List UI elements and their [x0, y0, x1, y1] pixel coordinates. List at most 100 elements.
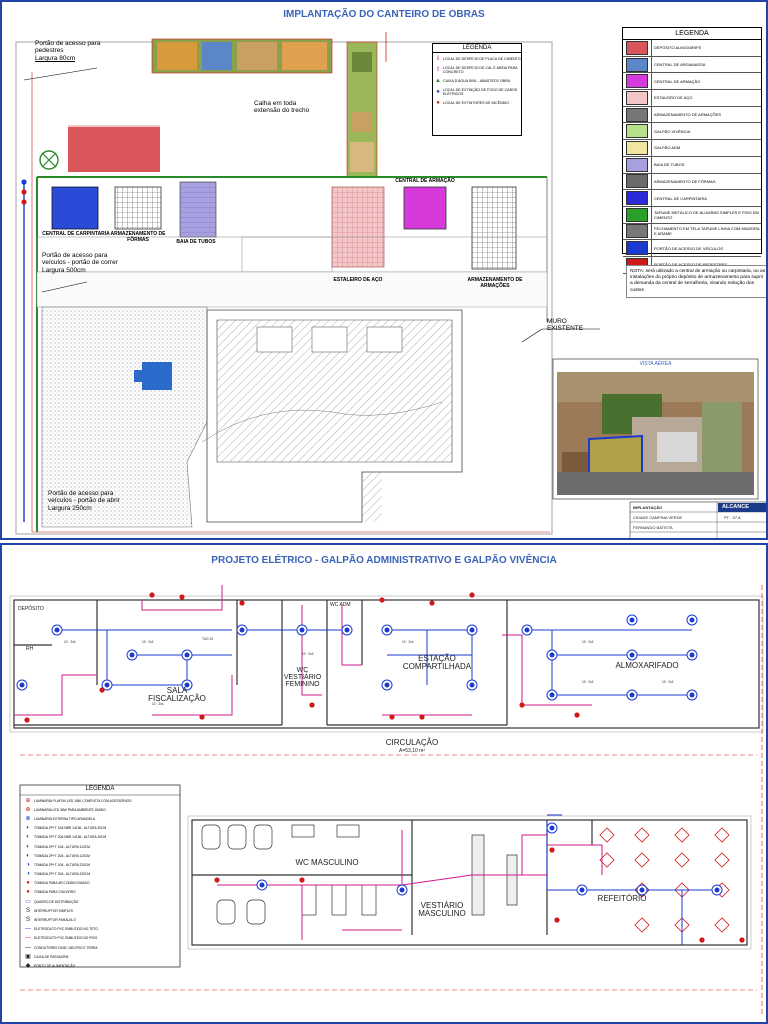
electrical-symbol-icon: ⊕ — [25, 798, 31, 805]
legend-symbol-icon: ● — [436, 99, 440, 106]
svg-text:10 · 2x4: 10 · 2x4 — [582, 680, 594, 684]
electrical-symbol-icon: ◐ — [26, 852, 30, 859]
svg-text:10 · 2x4: 10 · 2x4 — [142, 640, 154, 644]
gate-pedestrians-label: Portão de acesso para pedestres Largura … — [35, 40, 101, 62]
room-circulacao-area: A=53,10 m² — [399, 748, 425, 754]
electrical-symbol-icon: S — [25, 917, 30, 924]
title-block-field4: FERNANDO BATISTA — [633, 525, 673, 530]
wall-label: MURO EXISTENTE — [547, 318, 584, 333]
areas-legend-item: ESTALEIRO DE AÇO — [623, 90, 761, 107]
legend-symbol-icon: ⇩ — [435, 56, 441, 62]
areas-legend-item: GALPÃO VIVÊNCIA — [623, 123, 761, 141]
legend-swatch — [626, 124, 648, 139]
electrical-legend-item: ● TOMADA PARA AR CONDICIONADO — [22, 879, 178, 888]
svg-text:10 · 2x4: 10 · 2x4 — [64, 640, 76, 644]
note-box: NOTA: será utilizado a central de armaçã… — [626, 265, 766, 298]
title-block-field1: IMPLANTAÇÃO — [633, 505, 663, 510]
areas-legend-item: PORTÃO DE ACESSO DE VEÍCULOS — [623, 240, 761, 257]
legend-swatch — [626, 107, 648, 122]
symbols-legend-text: CAIXA D'ÁGUA 500L - ABASTECE OBRA — [443, 78, 511, 83]
areas-legend-text: PORTÃO DE ACESSO DE PEDESTRES — [651, 256, 761, 273]
room-circulacao: CIRCULAÇÃO — [385, 738, 439, 747]
svg-text:10 · 2x4: 10 · 2x4 — [582, 640, 594, 644]
electrical-legend-text: TOMADA 2P+T 20A - ALTURA 220CM — [34, 872, 91, 877]
areas-legend-title: LEGENDA — [623, 28, 761, 40]
electrical-legend-item: ◐ TOMADA 2P+T 20A - ALTURA 110CM — [22, 851, 178, 860]
areas-legend-text: CENTRAL DE CARPINTARIA — [651, 190, 761, 206]
sheet1-title: IMPLANTAÇÃO DO CANTEIRO DE OBRAS — [283, 9, 485, 20]
electrical-project-sheet: PROJETO ELÉTRICO - GALPÃO ADMINISTRATIVO… — [0, 543, 768, 1024]
areas-legend-text: ARMAZENAMENTO DE FÔRMAS — [651, 173, 761, 190]
legend-symbol-icon: ● — [436, 88, 440, 95]
electrical-legend-text: INTERRUPTOR SIMPLES — [34, 908, 73, 913]
legend-symbol-icon: ▲ — [435, 77, 441, 84]
electrical-legend-text: LUMINÁRIA PLAFON LED 18W, COMPLETA COM A… — [34, 798, 132, 803]
areas-legend-text: CENTRAL DE ARGAMASSA — [651, 56, 761, 73]
title-block-company: ALCANCE — [722, 504, 749, 510]
legend-swatch — [626, 74, 648, 89]
electrical-legend-text: TOMADA PARA CHUVEIRO — [34, 890, 76, 895]
electrical-symbol-icon: ▭ — [25, 899, 31, 906]
electrical-legend-text: TOMADA 2P+T 20A - ALTURA 110CM — [34, 853, 90, 858]
electrical-symbol-icon: ⊗ — [25, 816, 31, 823]
electrical-legend-text: CAIXA DE PASSAGEM — [34, 954, 69, 959]
electrical-symbol-icon: ◑ — [26, 861, 30, 868]
areas-legend-text: ARMAZENAMENTO DE ARMAÇÕES — [651, 106, 761, 123]
tubes-bay-label: BAIA DE TUBOS — [176, 239, 216, 245]
legend-swatch — [626, 207, 648, 222]
electrical-legend-item: ◐TOMADA 2P+T 20A NBR 14136 - ALTURA 30CM — [22, 833, 178, 842]
areas-legend-item: TAPUME METÁLICO DE ALUMÍNIO SIMPLES E PI… — [623, 206, 761, 224]
areas-legend-item: ARMAZENAMENTO DE ARMAÇÕES — [623, 106, 761, 124]
electrical-legend-text: PONTO DE ALIMENTAÇÃO — [34, 963, 76, 968]
electrical-legend-text: TOMADA 2P+T 10A - ALTURA 110CM — [34, 844, 90, 849]
electrical-legend-text: TOMADA 2P+T 10A NBR 14136 - ALTURA 30CM — [34, 826, 107, 831]
symbols-legend-item: ⇧LOCAL DE DESPEJO DE CAL E AREIA PARA CO… — [433, 64, 521, 75]
electrical-symbol-icon: ◐ — [26, 825, 30, 832]
room-almoxarifado: ALMOXARIFADO — [615, 661, 679, 670]
areas-legend-item: ARMAZENAMENTO DE FÔRMAS — [623, 173, 761, 191]
areas-legend-text: GALPÃO ADM — [651, 140, 761, 156]
legend-swatch — [626, 57, 648, 72]
areas-legend-text: BAIA DE TUBOS — [651, 156, 761, 173]
electrical-legend-text: TOMADA PARA AR CONDICIONADO — [34, 881, 90, 886]
electrical-legend-text: QUADRO DE DISTRIBUIÇÃO — [34, 899, 79, 904]
electrical-symbol-icon: — — [25, 935, 31, 942]
symbols-legend-text: LOCAL DE DESPEJO DE PLACA DE CIMENTO — [443, 56, 521, 61]
electrical-legend-text: TOMADA 2P+T 20A NBR 14136 - ALTURA 30CM — [34, 835, 107, 840]
sheet2-title: PROJETO ELÉTRICO - GALPÃO ADMINISTRATIVO… — [211, 555, 557, 566]
room-estacao-compartilhada: ESTAÇÃO COMPARTILHADA — [402, 654, 472, 671]
electrical-symbol-icon: S — [25, 907, 30, 914]
symbols-legend-item: ●LOCAL DE EXTINÇÃO DE FOGO DE CABOS ELÉT… — [433, 86, 521, 97]
areas-legend-item: DEPÓSITO ALMOXARIFE — [623, 40, 761, 57]
symbols-legend-text: LOCAL DE EXTINÇÃO DE FOGO DE CABOS ELÉTR… — [443, 87, 518, 96]
electrical-legend-text: ELETRODUTO PVC EMBUTIDO NO TETO — [34, 927, 98, 932]
legend-swatch — [626, 140, 648, 155]
electrical-legend-item: ◐ TOMADA 2P+T 10A NBR 14136 - ALTURA 30CM — [22, 824, 178, 833]
legend-swatch — [626, 174, 648, 189]
symbols-legend-title: LEGENDA — [433, 44, 521, 53]
electrical-symbol-icon: ◑ — [26, 871, 30, 878]
armor-central-label: CENTRAL DE ARMAÇÃO — [395, 178, 455, 184]
electrical-symbol-icon: ● — [26, 880, 30, 887]
room-refeitorio: REFEITÓRIO — [597, 894, 647, 903]
svg-text:10 · 2x4: 10 · 2x4 — [662, 680, 674, 684]
symbols-legend-text: LOCAL DE EXTINTORES DE INCÊNDIO — [443, 100, 510, 105]
electrical-symbol-icon: ● — [26, 889, 30, 896]
aerial-view-title: VISTA AÉREA — [639, 361, 672, 367]
electrical-legend-item: —ELETRODUTO PVC EMBUTIDO NO PISO — [22, 934, 178, 943]
room-wc-vestiario-feminino: WC VESTIÁRIO FEMININO — [283, 667, 322, 688]
legend-swatch — [626, 191, 648, 206]
areas-legend-text: DEPÓSITO ALMOXARIFE — [651, 40, 761, 56]
electrical-symbol-icon: — — [25, 926, 31, 933]
symbols-legend-item: ▲CAIXA D'ÁGUA 500L - ABASTECE OBRA — [433, 75, 521, 86]
electrical-symbol-icon: ◆ — [25, 963, 31, 970]
areas-legend-item: BAIA DE TUBOS — [623, 156, 761, 174]
electrical-legend-text: TOMADA 2P+T 10A - ALTURA 220CM — [34, 862, 91, 867]
electrical-legend-text: CONDUTORES FASE, NEUTRO E TERRA — [34, 945, 98, 950]
electrical-symbol-icon: — — [25, 944, 31, 951]
areas-legend-item: GALPÃO ADM — [623, 140, 761, 157]
svg-text:10 · 2x4: 10 · 2x4 — [152, 702, 164, 706]
electrical-legend-title: LEGENDA — [85, 786, 115, 792]
